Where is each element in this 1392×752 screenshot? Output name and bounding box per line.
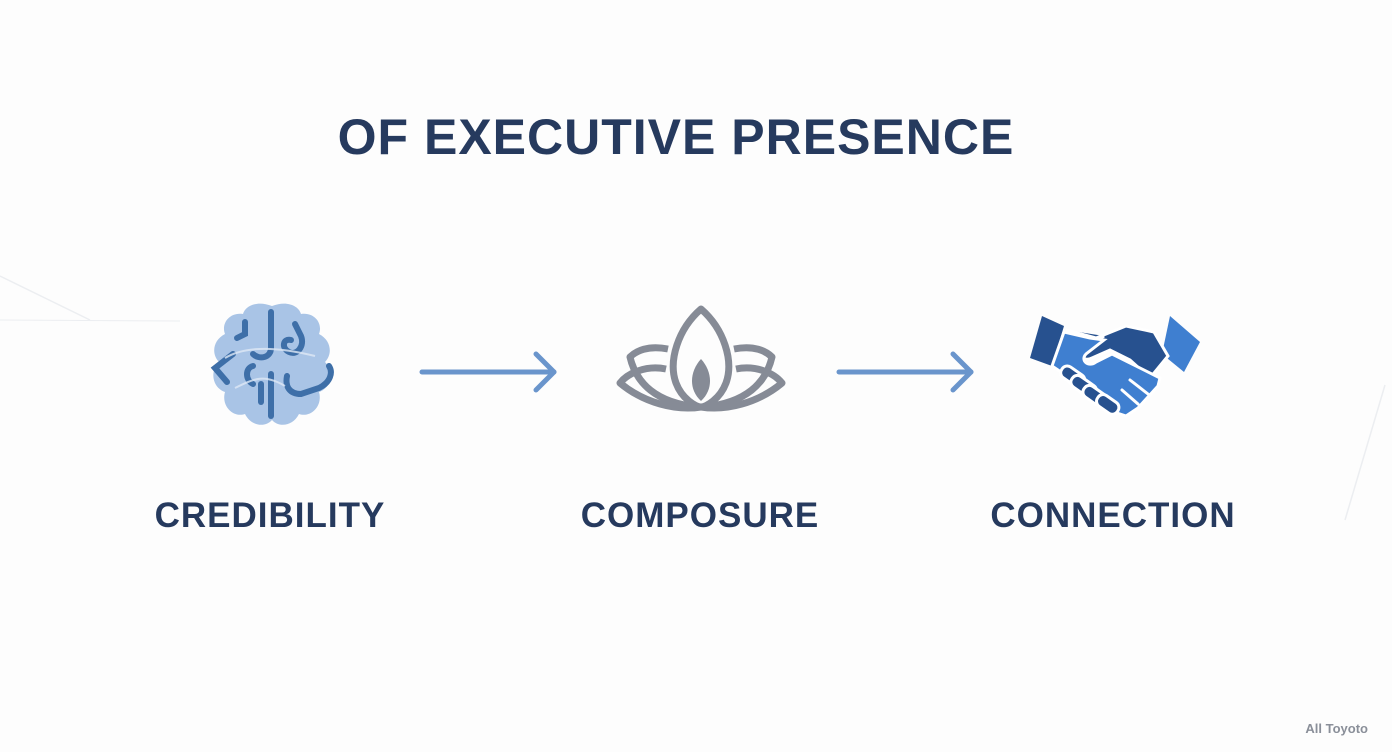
handshake-icon	[1030, 316, 1200, 418]
watermark: All Toyoto	[1305, 721, 1368, 736]
arrow-right-icon	[836, 351, 974, 393]
step-label-credibility: CREDIBILITY	[154, 496, 386, 535]
step-label-composure: COMPOSURE	[580, 496, 820, 535]
lotus-icon	[616, 305, 786, 412]
step-label-connection: CONNECTION	[990, 496, 1236, 535]
page-title: OF EXECUTIVE PRESENCE	[337, 109, 1015, 165]
arrow-right-icon	[419, 351, 557, 393]
brain-icon	[210, 303, 334, 425]
